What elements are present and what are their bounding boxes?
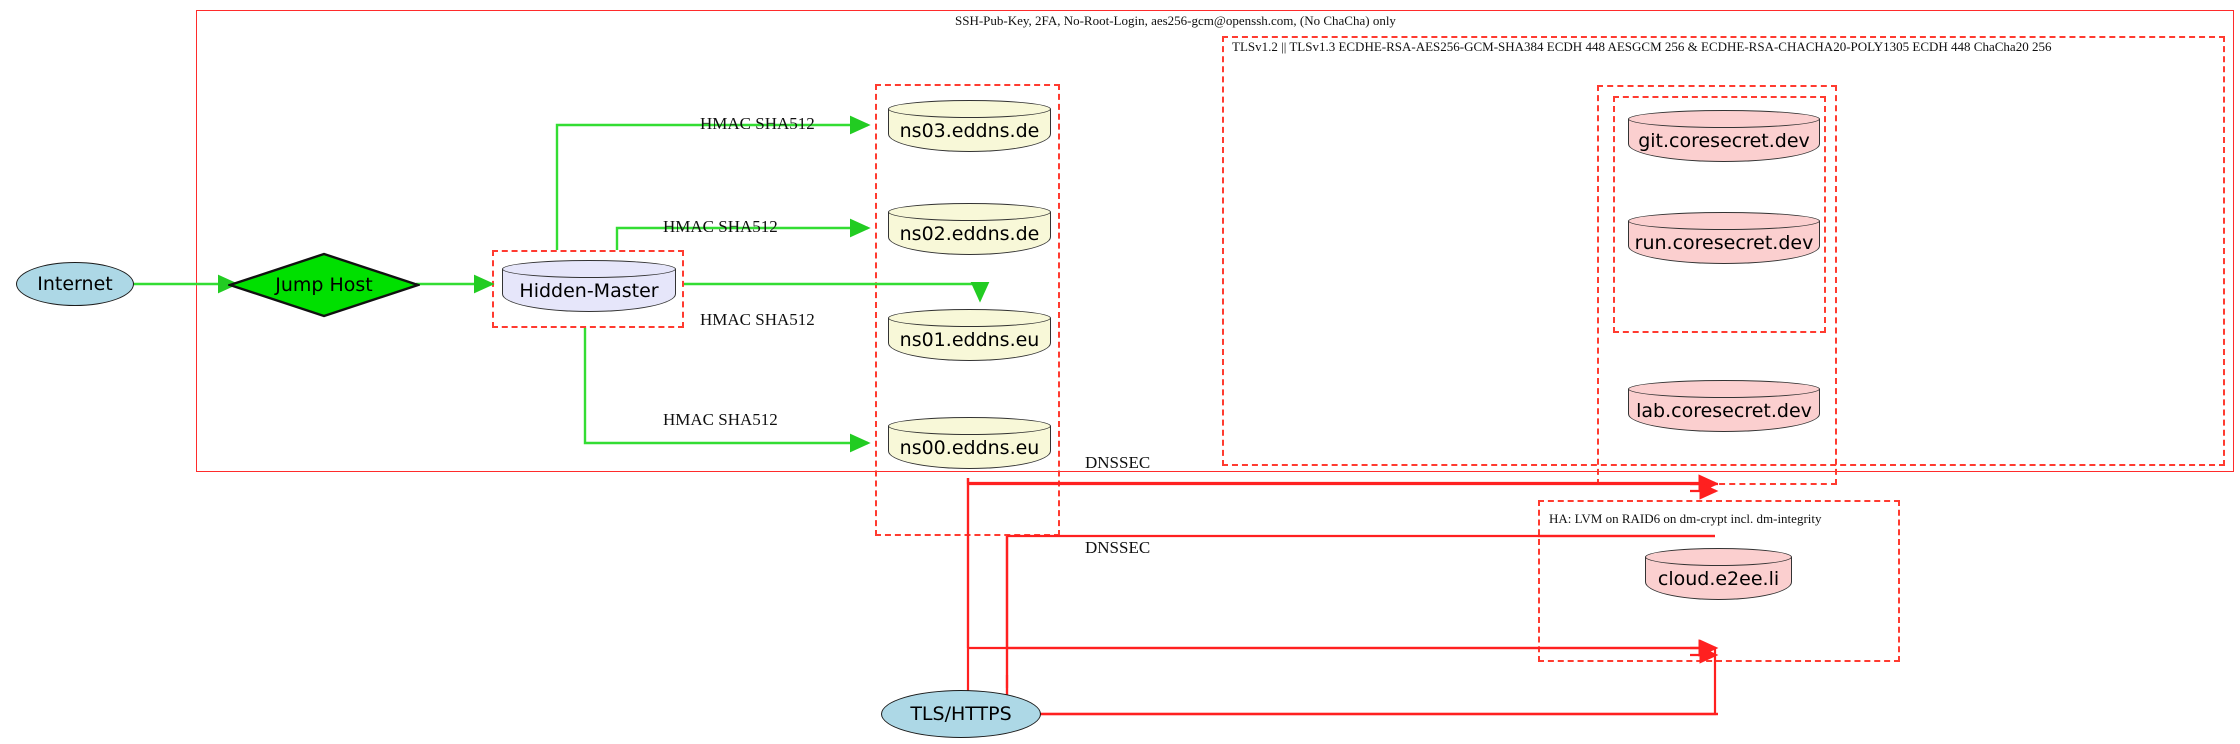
cylinder-top (1645, 548, 1792, 566)
zone-tls-label: TLSv1.2 || TLSv1.3 ECDHE-RSA-AES256-GCM-… (1232, 39, 2052, 54)
node-run-label: run.coresecret.dev (1634, 231, 1814, 254)
node-tls-https-label: TLS/HTTPS (910, 703, 1012, 725)
node-ns02[interactable]: ns02.eddns.de (888, 203, 1051, 255)
diamond-shape (228, 252, 420, 318)
node-ns03-label: ns03.eddns.de (899, 119, 1040, 142)
node-cloud-label: cloud.e2ee.li (1657, 567, 1780, 590)
edge-dnssec-upper (966, 474, 1718, 492)
cylinder-top (888, 203, 1051, 221)
edge-label-hmac-ns01: HMAC SHA512 (700, 310, 815, 329)
edge-tls-frame (910, 536, 968, 714)
node-jump-host[interactable]: Jump Host (228, 252, 420, 318)
cylinder-top (888, 100, 1051, 118)
node-hidden-master-label: Hidden-Master (519, 279, 659, 302)
cylinder-top (1628, 380, 1820, 398)
node-internet-label: Internet (37, 273, 113, 295)
node-jump-host-label: Jump Host (275, 274, 373, 296)
node-ns00-label: ns00.eddns.eu (899, 436, 1040, 459)
cylinder-top (1628, 110, 1820, 128)
node-cloud-e2ee[interactable]: cloud.e2ee.li (1645, 548, 1792, 600)
node-ns03[interactable]: ns03.eddns.de (888, 100, 1051, 152)
edge-label-dnssec-lower: DNSSEC (1085, 538, 1151, 557)
node-hidden-master[interactable]: Hidden-Master (502, 260, 676, 312)
edge-tls-to-cloud (1040, 648, 1717, 716)
zone-ha-label: HA: LVM on RAID6 on dm-crypt incl. dm-in… (1549, 511, 1822, 526)
edge-label-hmac-ns00: HMAC SHA512 (663, 410, 778, 429)
edge-master-to-ns00 (583, 328, 871, 453)
node-ns01-label: ns01.eddns.eu (899, 328, 1040, 351)
edge-master-to-ns01 (684, 282, 990, 303)
node-run-coresecret[interactable]: run.coresecret.dev (1628, 212, 1820, 264)
zone-ssh-boundary (196, 10, 2234, 472)
cylinder-top (888, 309, 1051, 327)
edge-master-to-ns02 (615, 218, 871, 250)
zone-tls-boundary (1222, 36, 2225, 466)
edge-dnssec-mid (968, 483, 1715, 536)
node-ns02-label: ns02.eddns.de (899, 222, 1040, 245)
zone-ssh-label: SSH-Pub-Key, 2FA, No-Root-Login, aes256-… (955, 13, 1396, 28)
cylinder-top (888, 417, 1051, 435)
node-lab-label: lab.coresecret.dev (1636, 399, 1812, 422)
edge-label-hmac-ns03: HMAC SHA512 (700, 114, 815, 133)
node-ns01[interactable]: ns01.eddns.eu (888, 309, 1051, 361)
edge-label-hmac-ns02: HMAC SHA512 (663, 217, 778, 236)
edge-label-dnssec-upper: DNSSEC (1085, 453, 1151, 472)
cylinder-top (1628, 212, 1820, 230)
node-ns00[interactable]: ns00.eddns.eu (888, 417, 1051, 469)
edge-master-to-ns03 (555, 115, 871, 250)
node-git-coresecret[interactable]: git.coresecret.dev (1628, 110, 1820, 162)
node-internet[interactable]: Internet (16, 262, 134, 306)
node-lab-coresecret[interactable]: lab.coresecret.dev (1628, 380, 1820, 432)
zone-coresecret-inner-boundary (1613, 96, 1826, 333)
node-tls-https[interactable]: TLS/HTTPS (881, 690, 1041, 738)
zone-cloud-ha-boundary (1538, 500, 1900, 662)
node-git-label: git.coresecret.dev (1638, 129, 1810, 152)
cylinder-top (502, 260, 676, 278)
